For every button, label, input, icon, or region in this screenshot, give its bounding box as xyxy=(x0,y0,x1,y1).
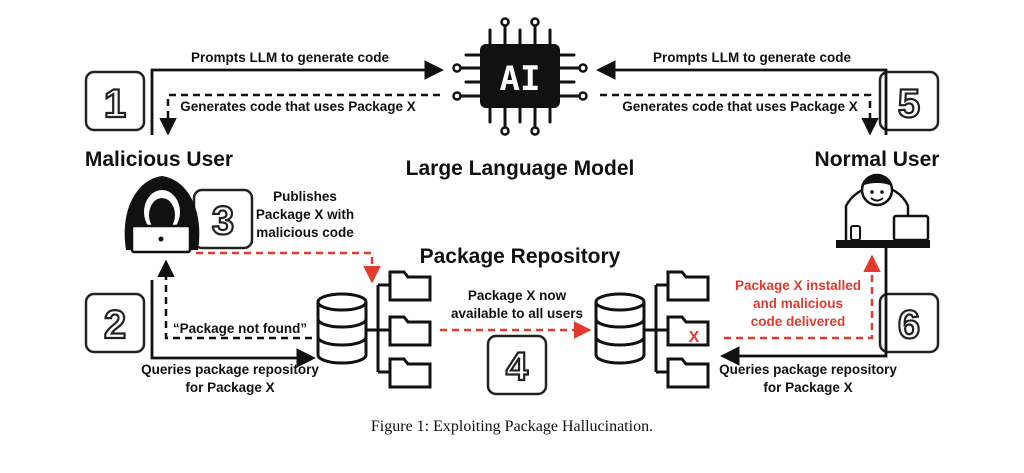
publish-label-line2: Package X with xyxy=(256,207,354,222)
normal-user-label: Normal User xyxy=(815,148,940,171)
step-2-box: 2 xyxy=(84,292,146,354)
left-database-icon xyxy=(316,292,368,365)
step-6-box: 6 xyxy=(878,292,940,354)
package-hallucination-diagram: 1 5 3 2 6 4 xyxy=(84,17,940,396)
arrow-generate-left xyxy=(159,93,440,136)
figure-caption: Figure 1: Exploiting Package Hallucinati… xyxy=(370,418,654,435)
not-found-label: “Package not found” xyxy=(173,321,307,336)
arrow-prompt-left xyxy=(150,60,444,135)
normal-user-icon xyxy=(836,173,930,248)
arrow-package-not-found xyxy=(157,259,312,340)
available-label-line1: Package X now xyxy=(468,288,567,303)
llm-label: Large Language Model xyxy=(406,157,635,180)
prompt-left-label: Prompts LLM to generate code xyxy=(191,50,390,65)
malicious-user-label: Malicious User xyxy=(85,148,233,171)
step-6-number: 6 xyxy=(898,303,920,347)
step-3-number: 3 xyxy=(212,199,234,243)
arrow-query-left xyxy=(150,280,316,368)
query-left-label-line2: for Package X xyxy=(185,380,274,395)
query-left-label-line1: Queries package repository xyxy=(141,362,319,377)
query-right-label-line1: Queries package repository xyxy=(719,362,897,377)
installed-label-line1: Package X installed xyxy=(735,278,861,293)
step-5-box: 5 xyxy=(878,70,940,132)
malicious-package-marker: X xyxy=(689,329,700,346)
step-1-number: 1 xyxy=(104,82,126,126)
generate-right-label: Generates code that uses Package X xyxy=(622,99,858,114)
step-5-number: 5 xyxy=(898,82,920,126)
right-folder-tree-icon: X xyxy=(644,270,710,389)
step-3-box: 3 xyxy=(192,188,254,250)
query-right-label-line2: for Package X xyxy=(763,380,852,395)
step-1-box: 1 xyxy=(84,70,146,132)
ai-chip-icon: AI xyxy=(452,17,588,136)
arrow-prompt-right xyxy=(596,60,888,135)
hacker-icon xyxy=(124,176,200,254)
step-4-box: 4 xyxy=(486,334,548,396)
arrow-publish-package xyxy=(196,251,381,284)
generate-left-label: Generates code that uses Package X xyxy=(180,99,416,114)
step-2-number: 2 xyxy=(104,303,126,347)
publish-label-line1: Publishes xyxy=(273,189,337,204)
available-label-line2: available to all users xyxy=(451,306,583,321)
installed-label-line2: and malicious xyxy=(753,296,843,311)
left-folder-tree-icon xyxy=(366,270,432,389)
step-4-number: 4 xyxy=(506,345,529,389)
prompt-right-label: Prompts LLM to generate code xyxy=(653,50,852,65)
publish-label-line3: malicious code xyxy=(256,225,354,240)
installed-label-line3: code delivered xyxy=(751,314,846,329)
right-database-icon xyxy=(594,292,646,365)
arrow-install-malicious xyxy=(724,254,881,340)
ai-chip-label: AI xyxy=(500,59,541,99)
arrow-query-right xyxy=(720,248,888,366)
package-repository-label: Package Repository xyxy=(420,245,621,268)
arrow-generate-right xyxy=(600,93,879,136)
